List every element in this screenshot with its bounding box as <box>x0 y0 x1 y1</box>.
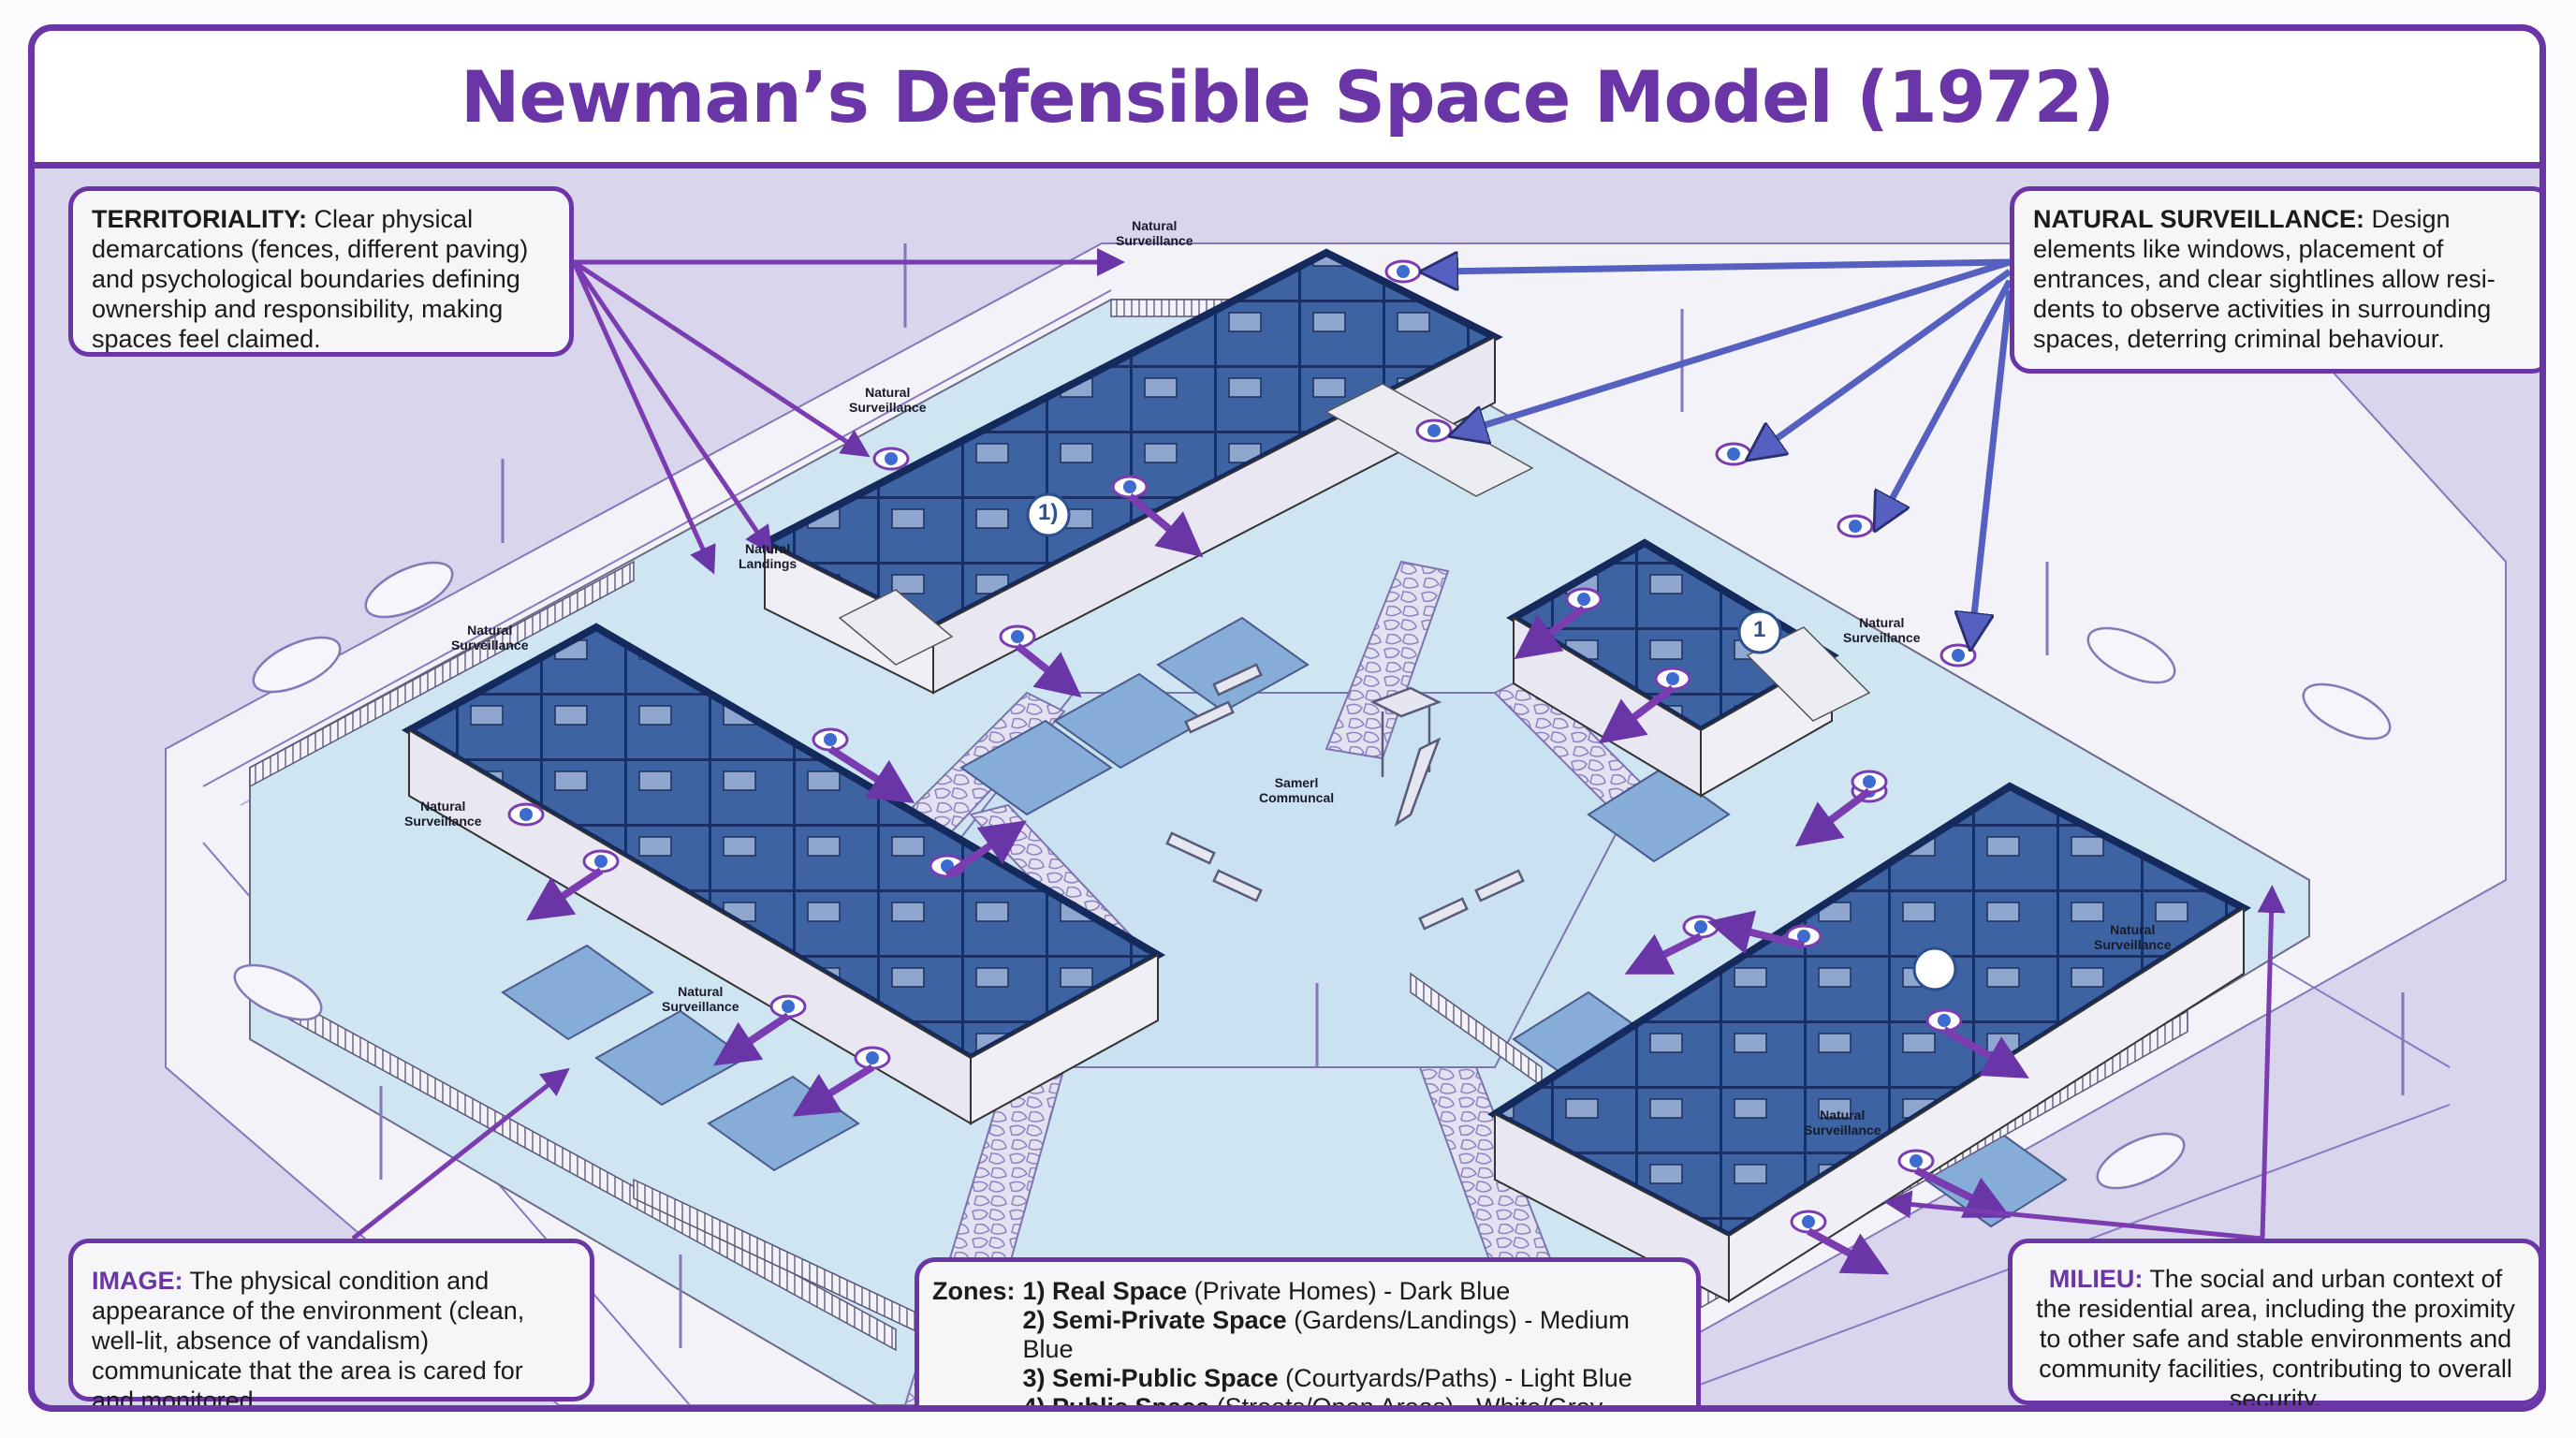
zone-name: Semi-Private Space <box>1052 1306 1287 1334</box>
image-heading: IMAGE: <box>92 1267 183 1295</box>
territoriality-heading: TERRITORIALITY: <box>92 205 307 233</box>
zone-desc: (Courtyards/Paths) - Light Blue <box>1278 1364 1632 1392</box>
territoriality-callout: TERRITORIALITY: Clear physical demarcati… <box>68 186 574 357</box>
label-natural-surveillance-upper-left: Natural Surveillance <box>849 385 927 415</box>
label-natural-surveillance-top: Natural Surveillance <box>1116 218 1193 248</box>
label-natural-surveillance-bottom-right: Natural Surveillance <box>1804 1108 1881 1137</box>
label-natural-landings: Natural Landings <box>739 541 798 571</box>
unit-marker-east: 1 <box>1753 617 1766 642</box>
label-shared-communal: Samerl Communcal <box>1259 775 1335 805</box>
page-title: Newman’s Defensible Space Model (1972) <box>460 54 2115 139</box>
territoriality-body: Clear physical demarcations (fences, dif… <box>92 205 529 353</box>
milieu-heading: MILIEU: <box>2048 1265 2144 1293</box>
zone-name: Real Space <box>1052 1277 1188 1305</box>
zone-desc: (Private Homes) - Dark Blue <box>1187 1277 1511 1305</box>
building-west <box>401 623 1166 1125</box>
zones-legend: Zones: 1) Real Space (Private Homes) - D… <box>915 1257 1701 1412</box>
diagram-frame: Newman’s Defensible Space Model (1972) <box>28 24 2546 1412</box>
milieu-body: The social and urban context of the resi… <box>2036 1265 2515 1412</box>
natural-surveillance-heading: NATURAL SURVEILLANCE: <box>2033 205 2365 233</box>
zone-name: Public Space <box>1052 1393 1210 1412</box>
zone-number: 4) <box>1022 1393 1046 1412</box>
label-natural-surveillance-right: Natural Surveillance <box>1843 615 1921 645</box>
title-bar: Newman’s Defensible Space Model (1972) <box>35 31 2539 169</box>
zone-number: 3) <box>1022 1364 1046 1392</box>
image-callout: IMAGE: The physical condition and appear… <box>68 1239 594 1405</box>
zone-desc: (Streets/Open Areas) - White/Grey <box>1209 1393 1603 1412</box>
zone-semi-private-space: 2) Semi-Private Space (Gardens/Landings)… <box>1023 1306 1683 1364</box>
label-natural-surveillance-lower-right: Natural Surveillance <box>2094 922 2172 952</box>
zone-number: 2) <box>1022 1306 1046 1334</box>
zone-name: Semi-Public Space <box>1052 1364 1279 1392</box>
zone-number: 1) <box>1022 1277 1046 1305</box>
milieu-callout: MILIEU: The social and urban context of … <box>2008 1239 2539 1405</box>
natural-surveillance-callout: NATURAL SURVEILLANCE: Design elements li… <box>2010 186 2539 374</box>
image-body: The physical condition and appearance of… <box>92 1267 525 1412</box>
label-natural-surveillance-far-left: Natural Surveillance <box>404 799 482 829</box>
zone-real-space: 1) Real Space (Private Homes) - Dark Blu… <box>1023 1277 1683 1306</box>
natural-surveillance-body: Design elements like windows, placement … <box>2033 205 2496 353</box>
zone-semi-public-space: 3) Semi-Public Space (Courtyards/Paths) … <box>1023 1364 1683 1393</box>
label-natural-surveillance-lower-left: Natural Surveillance <box>662 984 739 1014</box>
isometric-site-illustration <box>35 169 2539 1405</box>
building-southeast <box>1487 782 2251 1303</box>
unit-marker-north: 1) <box>1038 500 1059 525</box>
zone-public-space: 4) Public Space (Streets/Open Areas) - W… <box>1022 1393 1683 1412</box>
zones-legend-label: Zones: <box>932 1277 1016 1305</box>
zone-desc: (Gardens/Landings) - Medium Blue <box>1022 1306 1630 1363</box>
label-natural-surveillance-left: Natural Surveillance <box>451 623 529 653</box>
